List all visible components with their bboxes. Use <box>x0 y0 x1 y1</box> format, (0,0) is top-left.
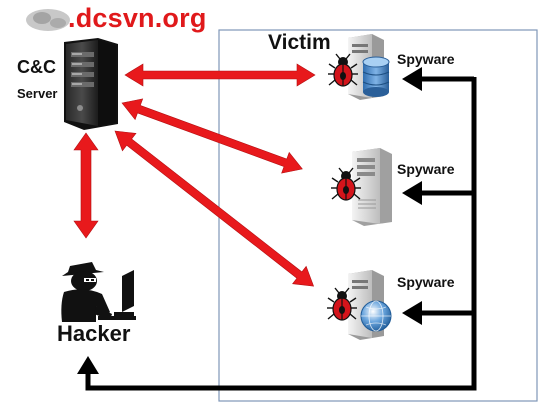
c2-link-victim-3 <box>114 130 315 287</box>
spyware-label-victim-3: Spyware <box>397 274 455 290</box>
spyware-label-victim-1: Spyware <box>397 51 455 67</box>
arrowhead-victim-1 <box>402 67 422 91</box>
bug-icon <box>328 53 358 87</box>
victim-group-label: Victim <box>268 31 331 54</box>
victim-1-database-server-icon <box>348 34 390 100</box>
victim-2-desktop-computer-icon <box>352 148 392 226</box>
victim-3-web-server-globe-icon <box>348 270 392 340</box>
bug-icon <box>331 167 361 201</box>
watermark-text: .dcsvn.org <box>68 3 207 33</box>
hacker-at-computer-icon <box>61 262 136 322</box>
arrowhead-victim-3 <box>402 301 422 325</box>
bug-icon <box>327 287 357 321</box>
arrowhead-victim-2 <box>402 181 422 205</box>
c2-link-victim-1 <box>124 63 316 87</box>
spyware-label-victim-2: Spyware <box>397 161 455 177</box>
c2-link-victim-2 <box>121 98 303 174</box>
watermark-blur <box>26 9 70 31</box>
exfil-path <box>77 67 477 391</box>
hacker-label: Hacker <box>57 321 131 346</box>
arrowhead-hacker <box>77 356 99 374</box>
server-label-line2: Server <box>17 86 58 101</box>
c2-link-hacker <box>73 132 99 239</box>
server-tower-icon <box>64 38 118 130</box>
c2-links <box>73 63 316 287</box>
server-label-line1: C&C <box>17 57 56 77</box>
